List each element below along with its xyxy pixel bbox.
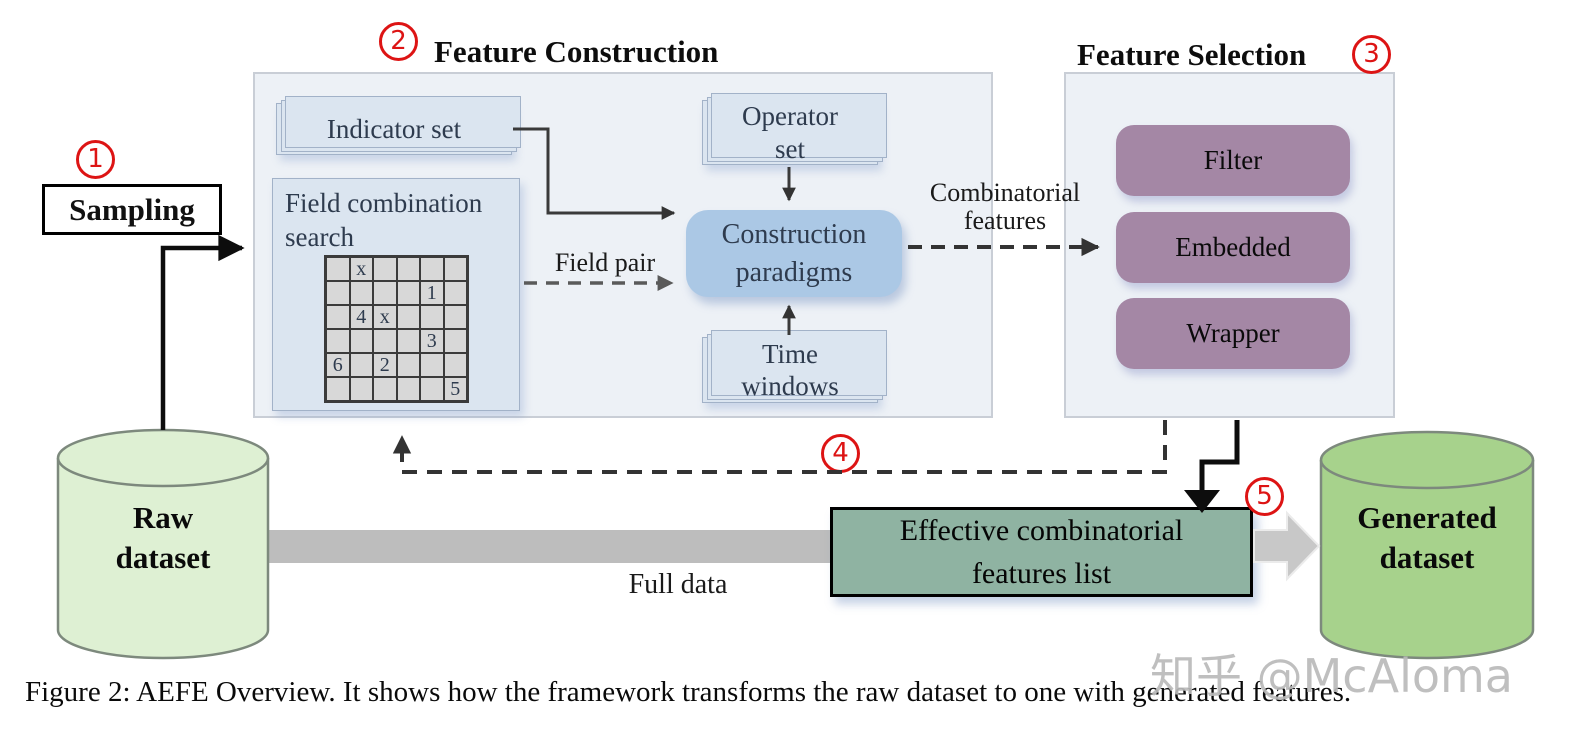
embedded-box: Embedded [1116, 212, 1350, 283]
watermark: 知乎 @McAloma [1150, 649, 1513, 703]
grid-cell [373, 281, 397, 305]
grid-cell [443, 257, 467, 281]
grid-cell [349, 377, 373, 401]
selection-to-list-arrow [1199, 420, 1240, 492]
grid-cell [396, 329, 420, 353]
filter-box: Filter [1116, 125, 1350, 196]
list-to-generated-block-arrow [1253, 510, 1321, 582]
raw-cylinder-shape [56, 428, 270, 660]
step-1-badge: 1 [76, 140, 115, 179]
wrapper-box: Wrapper [1116, 298, 1350, 369]
raw-dataset-cylinder: Raw dataset [55, 426, 271, 664]
feature-construction-title: Feature Construction [434, 34, 719, 69]
operator-set-box: Operator set [702, 100, 878, 165]
grid-cell [443, 281, 467, 305]
grid-cell: 5 [443, 377, 467, 401]
grid-cell: x [349, 257, 373, 281]
step-5-badge: 5 [1245, 477, 1284, 516]
grid-cell: 4 [349, 305, 373, 329]
grid-cell [326, 329, 350, 353]
indicator-set-box: Indicator set [276, 103, 512, 155]
feedback-loop-arrow [392, 420, 1167, 474]
grid-cell [373, 377, 397, 401]
time-windows-box: Time windows [702, 337, 878, 403]
grid-cell [326, 305, 350, 329]
grid-cell [349, 329, 373, 353]
grid-cell: 1 [420, 281, 444, 305]
generated-cylinder-shape [1319, 430, 1535, 660]
construction-paradigms-box: Construction paradigms [686, 210, 902, 297]
grid-cell [420, 257, 444, 281]
grid-cell [396, 377, 420, 401]
grid-cell [396, 257, 420, 281]
grid-cell [326, 377, 350, 401]
grid-cell [420, 305, 444, 329]
grid-cell [396, 281, 420, 305]
field-combination-search-label: Field combination search [285, 188, 483, 252]
grid-cell [349, 353, 373, 377]
figure-caption: Figure 2: AEFE Overview. It shows how th… [25, 676, 1352, 708]
full-data-band [266, 530, 832, 563]
step-3-badge: 3 [1352, 35, 1391, 74]
grid-cell: 6 [326, 353, 350, 377]
grid-cell [396, 353, 420, 377]
step-4-badge: 4 [821, 434, 860, 473]
grid-cell: 2 [373, 353, 397, 377]
step-2-badge: 2 [379, 22, 418, 61]
grid-cell [443, 329, 467, 353]
sampling-box: Sampling [42, 184, 222, 235]
sampling-arrow [160, 234, 245, 430]
grid-cell [443, 305, 467, 329]
generated-dataset-cylinder: Generated dataset [1318, 428, 1536, 664]
grid-cell [373, 329, 397, 353]
grid-cell [396, 305, 420, 329]
grid-cell [326, 281, 350, 305]
full-data-label: Full data [628, 569, 728, 600]
generated-dataset-label: Generated dataset [1357, 500, 1497, 576]
grid-cell [349, 281, 373, 305]
grid-cell [420, 353, 444, 377]
feature-selection-title: Feature Selection [1077, 37, 1307, 72]
effective-features-list-box: Effective combinatorial features list [830, 507, 1253, 597]
combinatorial-features-label: Combinatorial features [929, 178, 1081, 236]
grid-cell [443, 353, 467, 377]
raw-dataset-label: Raw dataset [115, 500, 211, 576]
grid-cell [326, 257, 350, 281]
grid-cell [373, 257, 397, 281]
field-pair-label: Field pair [554, 248, 656, 277]
grid-cell: 3 [420, 329, 444, 353]
grid-cell: x [373, 305, 397, 329]
grid-cell [420, 377, 444, 401]
